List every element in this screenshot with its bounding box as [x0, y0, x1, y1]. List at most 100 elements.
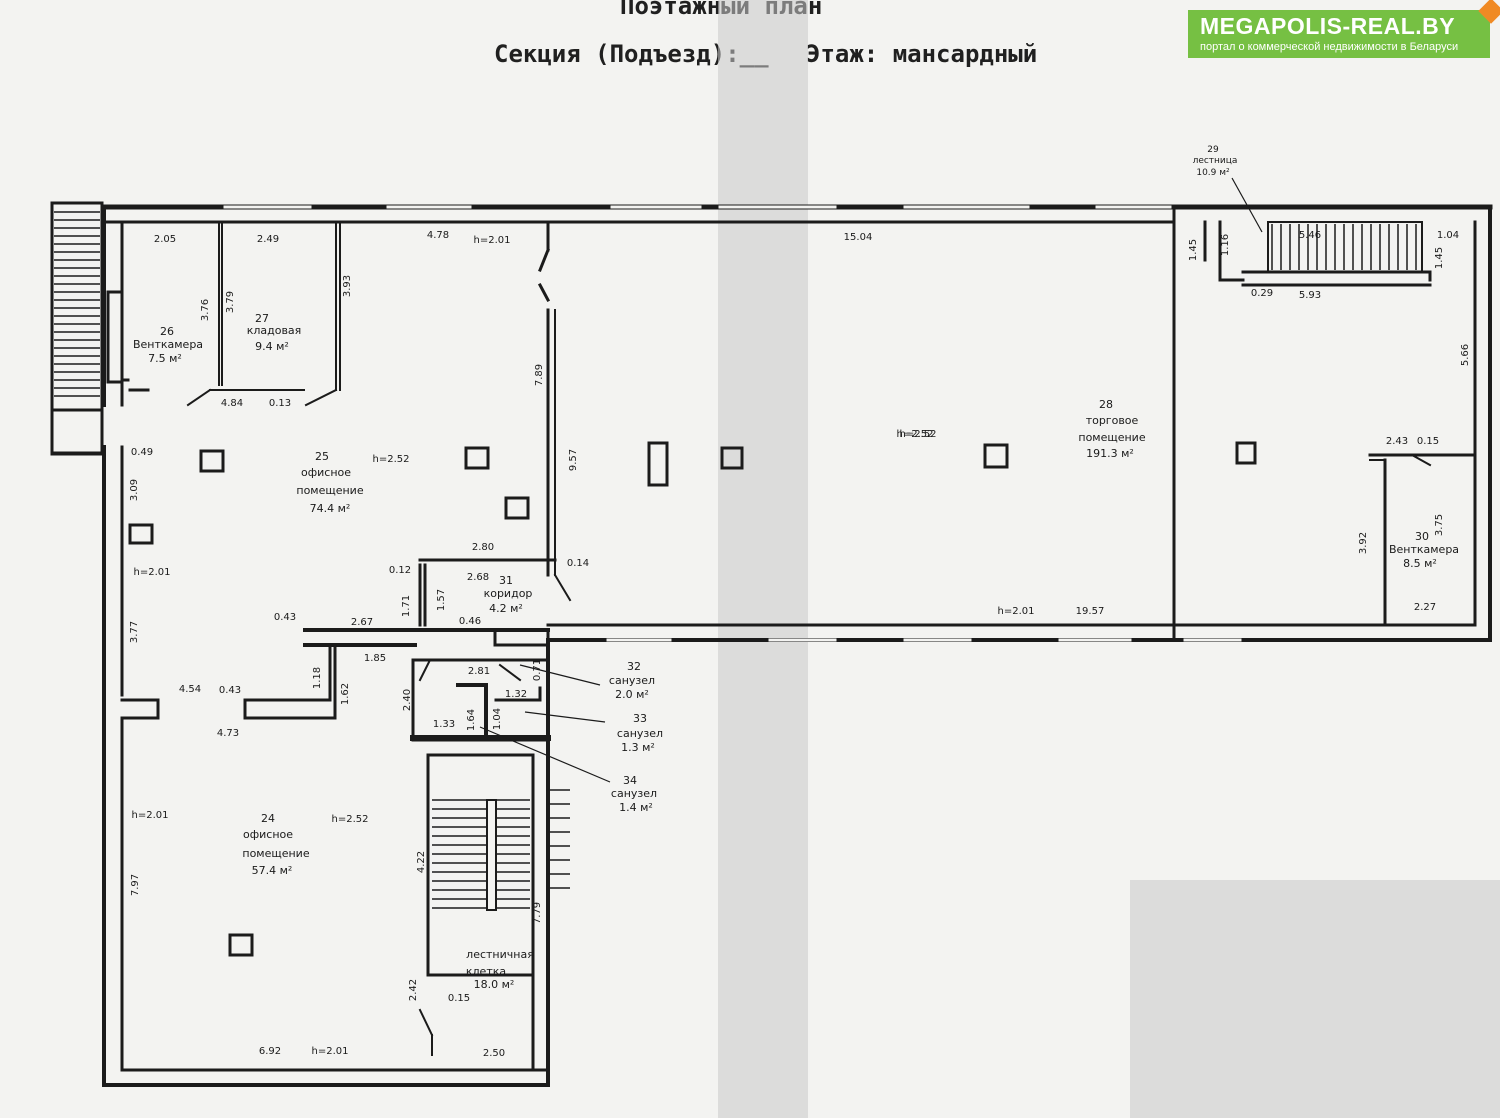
dimension-label: 4.73: [217, 728, 239, 739]
dimension-label: h=2.01: [132, 810, 169, 821]
svg-text:лестничная: лестничная: [466, 948, 534, 961]
dimension-label: 0.15: [448, 993, 470, 1004]
columns: [106, 290, 1257, 957]
dimension-label: 1.04: [1437, 230, 1459, 241]
dimension-label: 1.57: [436, 589, 447, 611]
svg-text:33: 33: [633, 712, 647, 725]
dimension-label: 0.43: [219, 685, 241, 696]
dimension-label: 2.80: [472, 542, 494, 553]
svg-text:191.3 м²: 191.3 м²: [1086, 447, 1134, 460]
dimension-label: 9.57: [568, 449, 579, 471]
room-31-label: 31 коридор 4.2 м²: [484, 574, 533, 615]
svg-text:34: 34: [623, 774, 637, 787]
dimension-label: 4.22: [416, 851, 427, 873]
floor-label: Этаж: мансардный: [806, 40, 1038, 68]
stair-label: лестничная клетка 18.0 м²: [466, 948, 534, 991]
svg-text:28: 28: [1099, 398, 1113, 411]
room-labels: 24 офисное помещение 57.4 м² 25 офисное …: [133, 145, 1459, 991]
svg-text:4.2 м²: 4.2 м²: [489, 602, 523, 615]
dimension-label: 4.84: [221, 398, 243, 409]
dimension-label: 4.78: [427, 230, 449, 241]
dimension-label: 2.05: [154, 234, 176, 245]
dimension-label: 1.18: [312, 667, 323, 689]
room-29-label: 29 лестница 10.9 м²: [1193, 145, 1238, 178]
dimension-label: 0.12: [389, 565, 411, 576]
scan-fold-shadow: [718, 0, 808, 1118]
dimension-label: 2.40: [402, 689, 413, 711]
dimension-label: 3.77: [129, 621, 140, 643]
dimension-label: h=2.01: [474, 235, 511, 246]
dimension-label: 19.57: [1076, 606, 1105, 617]
svg-text:помещение: помещение: [1078, 431, 1145, 444]
dimension-label: 2.67: [351, 617, 373, 628]
dimension-label: 5.93: [1299, 290, 1321, 301]
dimension-label: 0.14: [567, 558, 589, 569]
dimension-label: 2.50: [483, 1048, 505, 1059]
svg-text:29: 29: [1207, 145, 1219, 155]
svg-text:санузел: санузел: [609, 674, 655, 687]
dimension-label: 2.68: [467, 572, 489, 583]
dimension-label: 1.62: [340, 683, 351, 705]
svg-text:лестница: лестница: [1193, 156, 1238, 166]
dimension-label: 1.04: [492, 708, 503, 730]
dimension-label: 3.75: [1434, 514, 1445, 536]
svg-text:офисное: офисное: [301, 466, 351, 479]
dimension-label: h=2.52: [897, 429, 934, 440]
svg-text:1.3 м²: 1.3 м²: [621, 741, 655, 754]
dimension-label: 1.16: [1220, 234, 1231, 256]
dimension-label: 3.09: [129, 479, 140, 501]
svg-text:помещение: помещение: [242, 847, 309, 860]
dimension-label: h=2.01: [134, 567, 171, 578]
svg-text:клетка: клетка: [466, 965, 506, 978]
walls: [50, 201, 1493, 1087]
svg-text:Венткамера: Венткамера: [133, 338, 203, 351]
svg-text:18.0 м²: 18.0 м²: [474, 978, 515, 991]
dimension-label: 2.42: [408, 979, 419, 1001]
svg-text:помещение: помещение: [296, 484, 363, 497]
svg-text:27: 27: [255, 312, 269, 325]
dimension-label: 0.49: [131, 447, 153, 458]
dimension-label: 1.45: [1188, 239, 1199, 261]
dimension-label: 1.71: [401, 595, 412, 617]
svg-text:санузел: санузел: [617, 727, 663, 740]
svg-text:Венткамера: Венткамера: [1389, 543, 1459, 556]
dimension-label: 5.46: [1299, 230, 1321, 241]
dimension-label: 0.43: [274, 612, 296, 623]
dimension-label: 2.49: [257, 234, 279, 245]
dimension-label: 0.71: [532, 659, 543, 681]
svg-text:кладовая: кладовая: [247, 324, 302, 337]
room-33-label: 33 санузел 1.3 м²: [617, 712, 663, 754]
room-26-label: 26 Венткамера 7.5 м²: [133, 325, 203, 365]
dimension-label: 4.54: [179, 684, 201, 695]
svg-text:2.0 м²: 2.0 м²: [615, 688, 649, 701]
dimension-label: 2.81: [468, 666, 490, 677]
dimension-label: h=2.52: [332, 814, 369, 825]
svg-text:коридор: коридор: [484, 587, 533, 600]
svg-text:офисное: офисное: [243, 828, 293, 841]
dimension-label: 6.92: [259, 1046, 281, 1057]
room-27-label: 27 кладовая 9.4 м²: [247, 312, 302, 353]
room-32-label: 32 санузел 2.0 м²: [609, 660, 655, 701]
dimension-label: 0.29: [1251, 288, 1273, 299]
svg-text:1.4 м²: 1.4 м²: [619, 801, 653, 814]
dimension-label: h=2.52: [900, 429, 937, 440]
dimension-label: 1.64: [466, 709, 477, 731]
dimension-label: 3.93: [342, 275, 353, 297]
room-24-label: 24 офисное помещение 57.4 м²: [242, 812, 309, 877]
dimension-label: h=2.01: [998, 606, 1035, 617]
dimension-label: 1.85: [364, 653, 386, 664]
dimension-label: 0.46: [459, 616, 481, 627]
svg-text:25: 25: [315, 450, 329, 463]
svg-text:торговое: торговое: [1086, 414, 1139, 427]
dimension-label: 15.04: [844, 232, 873, 243]
dimension-label: 5.66: [1460, 344, 1471, 366]
svg-text:74.4 м²: 74.4 м²: [310, 502, 351, 515]
svg-text:26: 26: [160, 325, 174, 338]
leader-lines: [479, 177, 1263, 783]
dimension-label: 0.13: [269, 398, 291, 409]
site-badge[interactable]: MEGAPOLIS-REAL.BY портал о коммерческой …: [1188, 0, 1500, 58]
room-30-label: 30 Венткамера 8.5 м²: [1389, 530, 1459, 570]
svg-text:57.4 м²: 57.4 м²: [252, 864, 293, 877]
dimension-label: 1.33: [433, 719, 455, 730]
